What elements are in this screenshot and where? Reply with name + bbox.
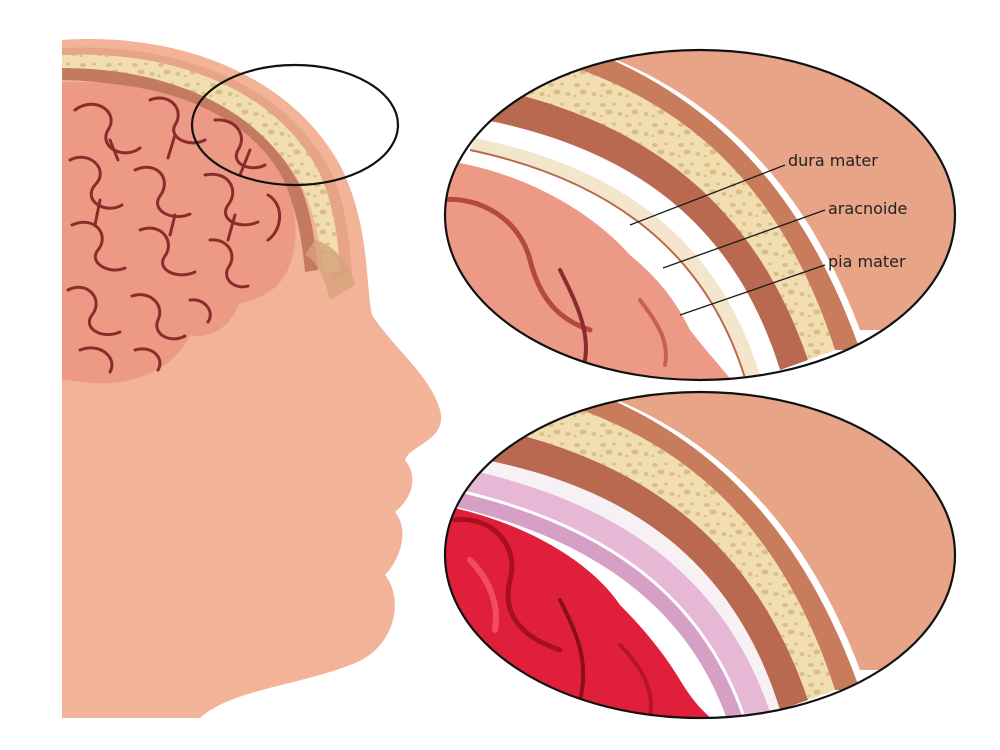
brain-illustration — [62, 81, 296, 384]
brain-gyri — [66, 96, 282, 374]
normal-meninges-detail: dura mater aracnoide pia mater — [443, 48, 957, 382]
leader-pia — [679, 264, 826, 316]
inflamed-meninges-detail — [443, 390, 957, 720]
bottom-detail-frame — [443, 390, 957, 720]
leader-arac — [662, 209, 826, 269]
top-detail-frame — [443, 48, 957, 382]
label-dura-mater: dura mater — [788, 151, 878, 170]
magnifier-ellipse — [190, 63, 400, 187]
head-profile-illustration — [62, 39, 442, 718]
leader-dura — [629, 164, 786, 226]
label-pia-mater: pia mater — [828, 252, 906, 271]
label-aracnoide: aracnoide — [828, 199, 907, 218]
